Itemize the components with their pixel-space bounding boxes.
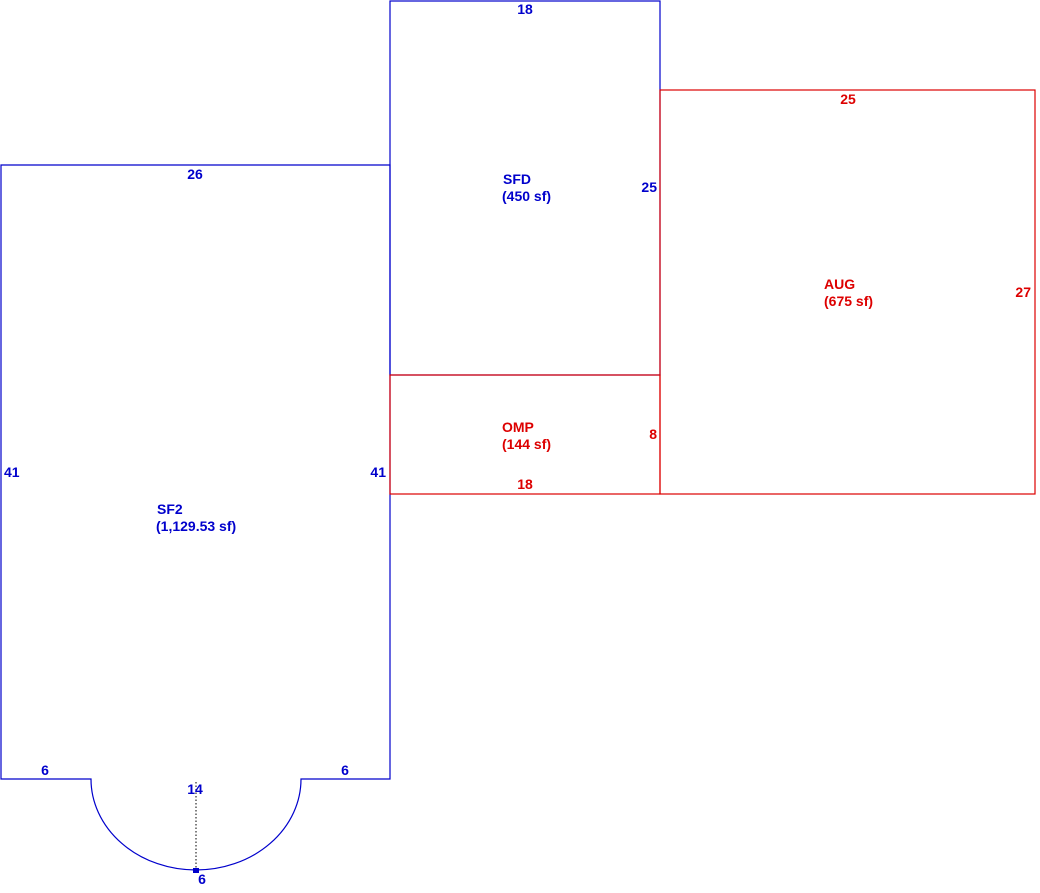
sf2-top-dimension: 26: [187, 166, 203, 182]
sf2-area-label: (1,129.53 sf): [156, 518, 236, 534]
sf2-outline: [0, 164, 391, 871]
sf2-bay-marker: [193, 868, 199, 873]
aug-code-label: AUG: [824, 276, 855, 292]
sf2-bottom-right-dimension: 6: [341, 762, 349, 778]
sf2-bottom-left-dimension: 6: [41, 762, 49, 778]
omp-code-label: OMP: [502, 419, 534, 435]
aug-area-label: (675 sf): [824, 293, 873, 309]
sf2-left-dimension: 41: [4, 464, 20, 480]
omp-right-dimension: 8: [649, 426, 657, 442]
aug-right-dimension: 27: [1015, 284, 1031, 300]
sfd-right-dimension: 25: [641, 179, 657, 195]
omp-area-label: (144 sf): [502, 436, 551, 452]
sf2-bay-depth-dimension: 6: [198, 871, 206, 887]
omp-bottom-dimension: 18: [517, 476, 533, 492]
sfd-area-label: (450 sf): [502, 188, 551, 204]
area-aug: [659, 89, 1036, 495]
aug-outline: [659, 89, 1036, 495]
sf2-bay-width-dimension: 14: [187, 781, 203, 797]
sfd-code-label: SFD: [503, 171, 531, 187]
sf2-code-label: SF2: [157, 501, 183, 517]
sfd-top-dimension: 18: [517, 1, 533, 17]
sf2-right-dimension: 41: [370, 464, 386, 480]
area-sf2: [0, 164, 391, 873]
aug-top-dimension: 25: [840, 91, 856, 107]
